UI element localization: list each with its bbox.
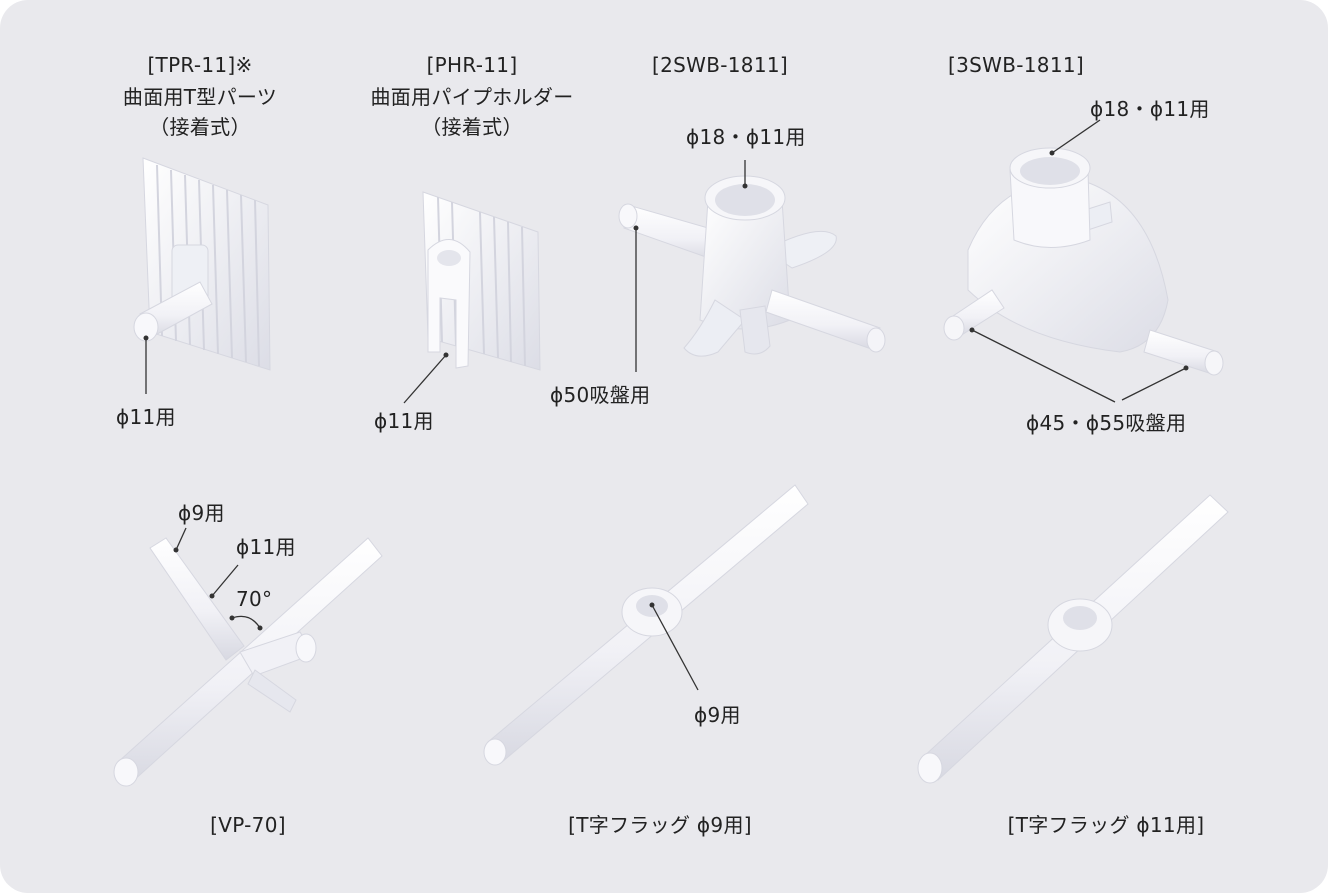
product-desc-phr-11-line1: 曲面用パイプホルダー	[370, 85, 574, 109]
callout-tpr-11-diameter: ϕ11用	[116, 405, 176, 429]
callout-vp-70-angle: 70°	[236, 587, 273, 611]
product-code-t-flag-11: [T字フラッグ ϕ11用]	[1007, 813, 1205, 837]
tpr-11-part	[133, 157, 271, 371]
callout-2swb-top: ϕ18・ϕ11用	[686, 125, 806, 149]
product-desc-tpr-11-line2: （接着式）	[149, 115, 251, 139]
callout-3swb-top: ϕ18・ϕ11用	[1090, 97, 1210, 121]
callout-t-flag-9: ϕ9用	[694, 703, 741, 727]
product-code-3swb-1811: [3SWB-1811]	[948, 53, 1084, 77]
product-code-vp-70: [VP-70]	[210, 813, 286, 837]
callout-vp-70-9: ϕ9用	[178, 501, 225, 525]
leader-dots	[143, 150, 1189, 631]
product-code-t-flag-9: [T字フラッグ ϕ9用]	[568, 813, 752, 837]
t-flag-9-part	[483, 484, 809, 766]
product-code-phr-11: [PHR-11]	[426, 53, 518, 77]
phr-11-part	[422, 191, 541, 371]
leader-lines	[145, 119, 1187, 691]
2swb-1811-part	[618, 175, 886, 357]
3swb-1811-part	[943, 147, 1224, 376]
callout-vp-70-11: ϕ11用	[236, 535, 296, 559]
callout-3swb-suction: ϕ45・ϕ55吸盤用	[1026, 411, 1187, 435]
callout-2swb-suction: ϕ50吸盤用	[550, 383, 651, 407]
product-code-tpr-11: [TPR-11]※	[147, 53, 253, 77]
product-desc-phr-11-line2: （接着式）	[421, 115, 523, 139]
t-flag-11-part	[917, 494, 1229, 784]
product-desc-tpr-11-line1: 曲面用T型パーツ	[122, 85, 278, 109]
product-code-2swb-1811: [2SWB-1811]	[652, 53, 788, 77]
callout-phr-11-diameter: ϕ11用	[374, 409, 434, 433]
vp-70-part	[113, 537, 383, 787]
